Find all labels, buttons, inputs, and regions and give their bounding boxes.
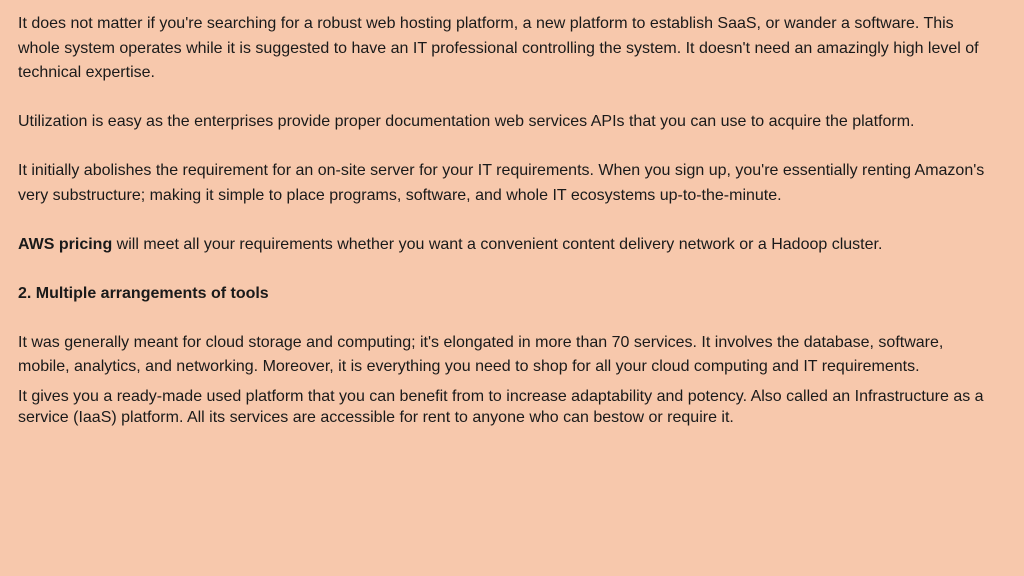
paragraph-onsite-server: It initially abolishes the requirement f… [18,162,985,204]
aws-pricing-text: will meet all your requirements whether … [112,235,883,253]
spacer [18,257,994,282]
spacer [18,306,994,331]
spacer [18,135,994,160]
paragraph-aws-pricing: AWS pricing will meet all your requireme… [18,233,994,258]
spacer [18,86,994,111]
spacer [18,208,994,233]
aws-pricing-keyword: AWS pricing [18,235,113,253]
paragraph-utilization: Utilization is easy as the enterprises p… [18,113,915,130]
paragraph-services: It was generally meant for cloud storage… [18,333,944,376]
paragraph-iaas: It gives you a ready-made used platform … [18,387,984,426]
section-heading: 2. Multiple arrangements of tools [18,284,269,302]
paragraph-intro: It does not matter if you're searching f… [18,15,979,81]
